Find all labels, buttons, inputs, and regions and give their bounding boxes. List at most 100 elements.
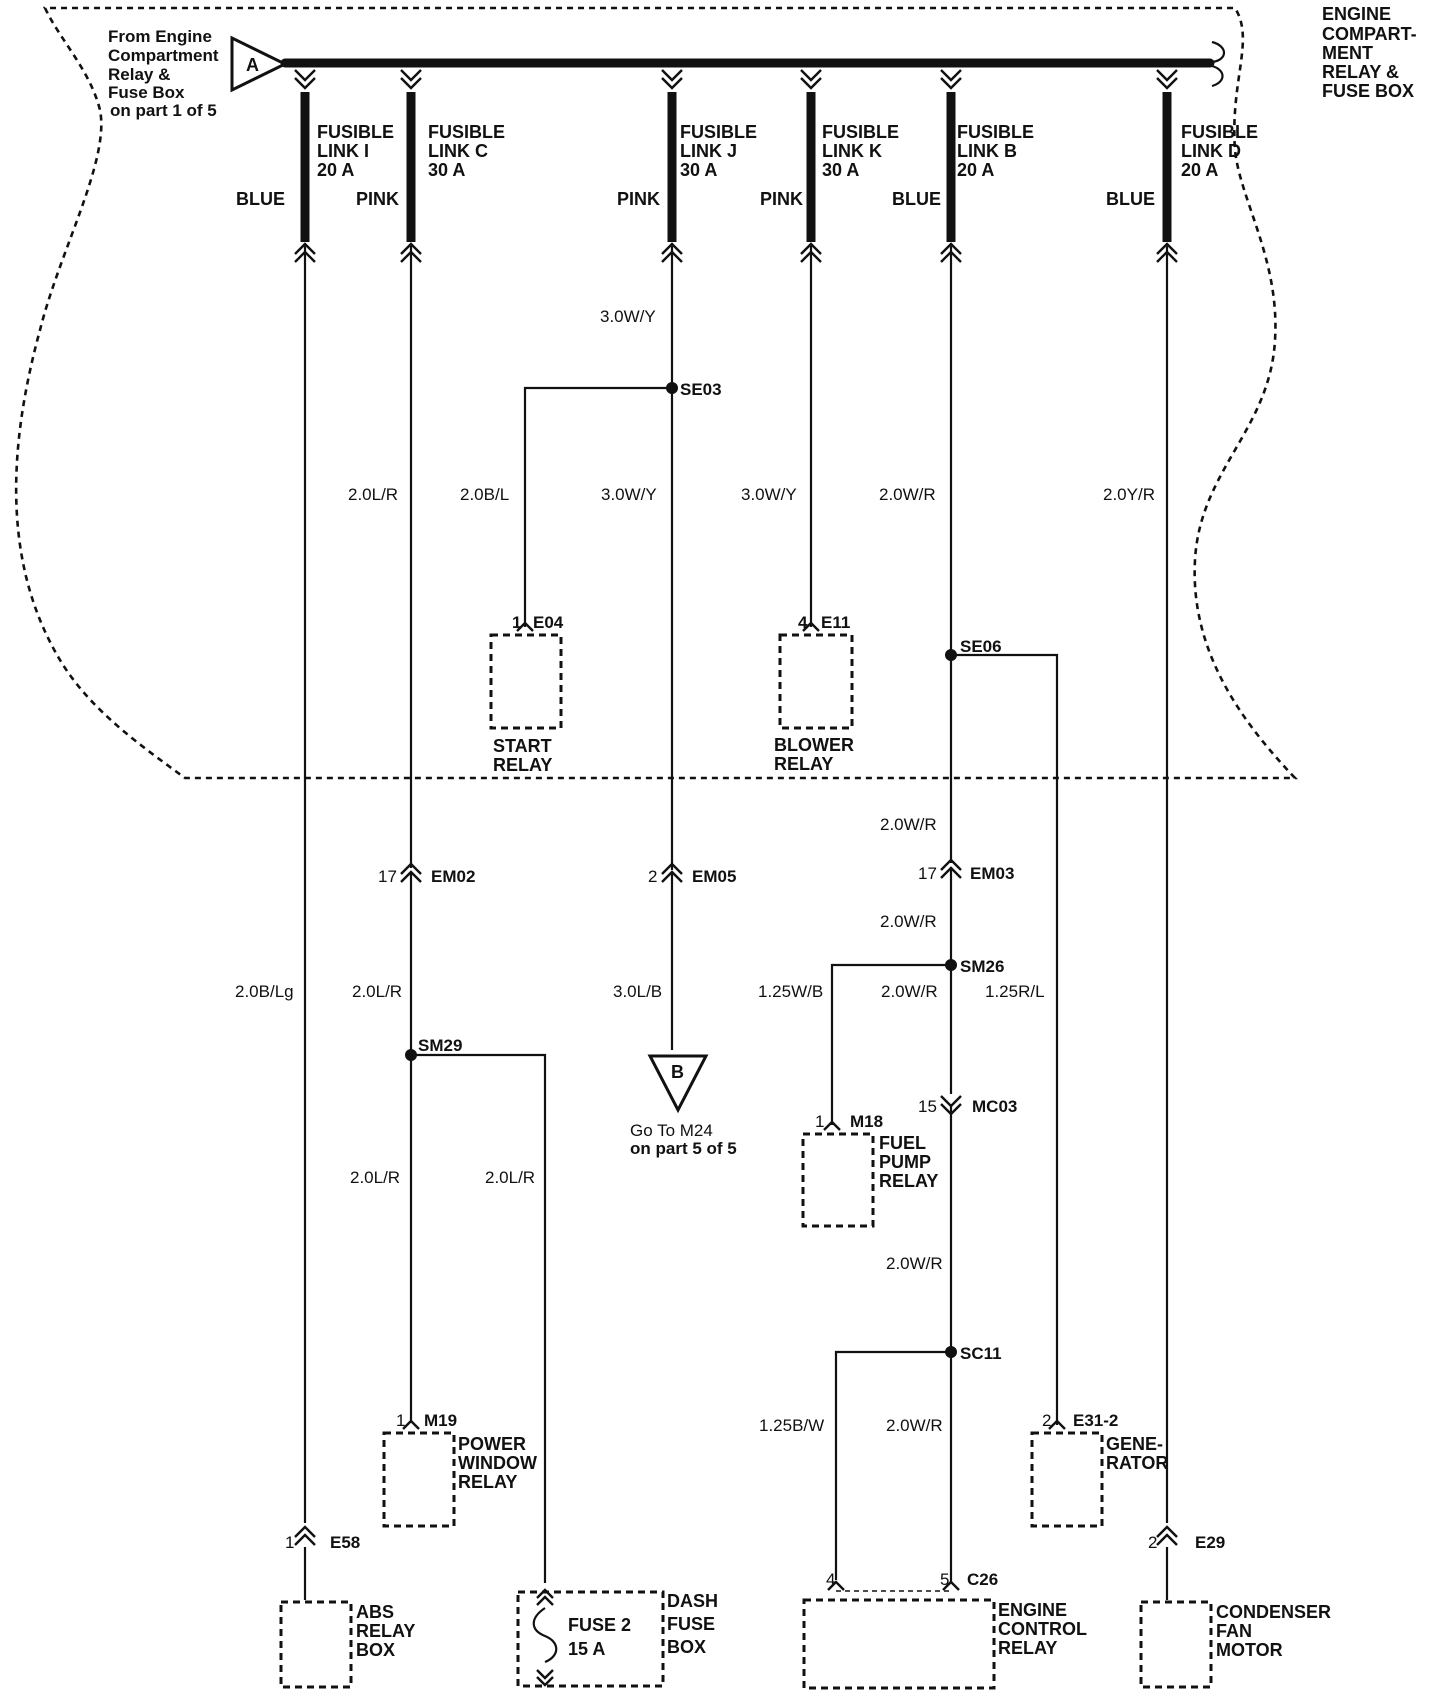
- fusible-link-b: FUSIBLE LINK B 20 A BLUE: [892, 122, 1034, 209]
- fusible-link-d: FUSIBLE LINK D 20 A BLUE: [1106, 122, 1258, 209]
- connector-em02: 17 EM02: [378, 862, 475, 886]
- start-relay: 1 E04 START RELAY: [489, 613, 564, 775]
- fusible-link-k: FUSIBLE LINK K 30 A PINK: [760, 122, 899, 209]
- splice-sc11-dot: [945, 1346, 957, 1358]
- connector-em03: 17 EM03: [918, 858, 1014, 883]
- splice-se06-label: SE06: [960, 637, 1002, 656]
- connector-em03-pin: 17: [918, 864, 937, 883]
- power-window-relay-label-2: WINDOW: [458, 1453, 537, 1473]
- fusible-link-j-line-3: 30 A: [680, 160, 717, 180]
- connector-e11-pin: 4: [798, 613, 808, 632]
- engine-control-relay: 4 5 C26 ENGINE CONTROL RELAY: [802, 1570, 1087, 1690]
- connector-m19-id: M19: [424, 1411, 457, 1430]
- wire-label-start-branch: 2.0B/L: [460, 485, 509, 504]
- engine-control-relay-label-1: ENGINE: [998, 1600, 1067, 1620]
- zone-title-line-4: RELAY &: [1322, 62, 1399, 82]
- fuel-pump-relay-label-3: RELAY: [879, 1171, 938, 1191]
- connector-e29-pin: 2: [1148, 1533, 1157, 1552]
- wire-start-relay-branch: [523, 386, 672, 627]
- connector-c26-id: C26: [967, 1570, 998, 1589]
- wire-label-b-sm26-bot: 2.0W/R: [881, 982, 938, 1001]
- wire-generator-branch: [951, 653, 1059, 1425]
- wire-label-i-lower: 2.0B/Lg: [235, 982, 294, 1001]
- zone-title: ENGINE COMPART- MENT RELAY & FUSE BOX: [1322, 4, 1417, 101]
- fusible-link-bars: [300, 92, 1172, 242]
- connector-c26-pin-5-chevron: [942, 1580, 960, 1591]
- wire-label-sm29-down: 2.0L/R: [350, 1168, 400, 1187]
- bus-drop-link-b: [940, 69, 962, 90]
- connector-e31-pin: 2: [1042, 1411, 1051, 1430]
- fusible-link-i-line-3: 20 A: [317, 160, 354, 180]
- fusible-link-c-line-3: 30 A: [428, 160, 465, 180]
- connector-mc03-id: MC03: [972, 1097, 1017, 1116]
- blower-relay: 4 E11 BLOWER RELAY: [774, 613, 854, 774]
- generator-label-1: GENE-: [1106, 1434, 1163, 1454]
- wire-label-fuel-branch: 1.25W/B: [758, 982, 823, 1001]
- fusible-link-k-line-2: LINK K: [822, 141, 882, 161]
- dash-fuse-bottom-chevron: [536, 1669, 554, 1687]
- wire-label-b-mid: 2.0W/R: [879, 485, 936, 504]
- connector-e04-pin: 1: [512, 613, 521, 632]
- start-relay-label-2: RELAY: [493, 755, 552, 775]
- fusible-link-k-line-1: FUSIBLE: [822, 122, 899, 142]
- splice-se03-dot: [666, 382, 678, 394]
- bus-break-symbol: [1211, 40, 1226, 88]
- wire-label-b-mc03-bot: 2.0W/R: [886, 1254, 943, 1273]
- fuel-pump-relay-label-2: PUMP: [879, 1152, 931, 1172]
- connector-e58-id: E58: [330, 1533, 360, 1552]
- dash-fuse-box: FUSE 2 15 A DASH FUSE BOX: [516, 1588, 718, 1688]
- start-relay-box: [489, 633, 563, 730]
- blower-relay-label-1: BLOWER: [774, 735, 854, 755]
- connector-a-label: A: [246, 55, 259, 75]
- goto-b-label: B: [671, 1062, 684, 1082]
- fusible-link-d-line-3: 20 A: [1181, 160, 1218, 180]
- connector-em05-pin: 2: [648, 867, 657, 886]
- fusible-link-b-line-1: FUSIBLE: [957, 122, 1034, 142]
- fusible-link-k-color: PINK: [760, 189, 803, 209]
- wire-label-sm29-branch: 2.0L/R: [485, 1168, 535, 1187]
- wire-fuel-pump-branch: [830, 963, 951, 1125]
- fuel-pump-relay: 1 M18 FUEL PUMP RELAY: [801, 1112, 938, 1228]
- bus-drop-link-k: [800, 69, 822, 90]
- wire-label-sc11-down: 2.0W/R: [886, 1416, 943, 1435]
- fusible-link-c-line-2: LINK C: [428, 141, 488, 161]
- connector-m18-pin: 1: [815, 1112, 824, 1131]
- dash-fuse-top-chevron: [536, 1588, 554, 1606]
- wire-labels: 3.0W/Y 2.0L/R 2.0B/L 3.0W/Y 3.0W/Y 2.0W/…: [235, 307, 1155, 1435]
- splice-sm26-dot: [945, 959, 957, 971]
- fusible-link-b-color: BLUE: [892, 189, 941, 209]
- fusible-link-j-line-2: LINK J: [680, 141, 737, 161]
- fusible-link-d-line-2: LINK D: [1181, 141, 1241, 161]
- wire-label-c-upper: 2.0L/R: [348, 485, 398, 504]
- connector-em05: 2 EM05: [648, 862, 736, 886]
- connector-m18-id: M18: [850, 1112, 883, 1131]
- connector-c26-pin-4-chevron: [827, 1580, 845, 1591]
- abs-relay-box: ABS RELAY BOX: [279, 1600, 415, 1689]
- splice-sm29-label: SM29: [418, 1036, 462, 1055]
- bus-drop-link-d: [1156, 69, 1178, 90]
- generator: 2 E31-2 GENE- RATOR: [1030, 1411, 1168, 1528]
- fusible-link-c-line-1: FUSIBLE: [428, 122, 505, 142]
- dash-fuse-box-outline: [516, 1590, 665, 1688]
- source-line-5: on part 1 of 5: [110, 101, 217, 120]
- wire-label-k-mid: 3.0W/Y: [741, 485, 797, 504]
- goto-line-1: Go To M24: [630, 1121, 713, 1140]
- fusible-link-i-color: BLUE: [236, 189, 285, 209]
- abs-relay-box-label-2: RELAY: [356, 1621, 415, 1641]
- fusible-link-b-line-2: LINK B: [957, 141, 1017, 161]
- blower-relay-box: [778, 633, 854, 730]
- goto-line-2: on part 5 of 5: [630, 1139, 737, 1158]
- source-line-3: Relay &: [108, 65, 170, 84]
- fusible-link-b-line-3: 20 A: [957, 160, 994, 180]
- fusible-link-d-line-1: FUSIBLE: [1181, 122, 1258, 142]
- wire-label-j-lower: 3.0L/B: [613, 982, 662, 1001]
- zone-title-line-5: FUSE BOX: [1322, 81, 1414, 101]
- connector-em03-id: EM03: [970, 864, 1014, 883]
- power-window-relay: 1 M19 POWER WINDOW RELAY: [382, 1411, 537, 1528]
- power-window-relay-label-3: RELAY: [458, 1472, 517, 1492]
- fusible-link-j-color: PINK: [617, 189, 660, 209]
- connector-c26-pin-b: 5: [940, 1570, 949, 1589]
- fusible-link-j-line-1: FUSIBLE: [680, 122, 757, 142]
- abs-relay-box-label-1: ABS: [356, 1602, 394, 1622]
